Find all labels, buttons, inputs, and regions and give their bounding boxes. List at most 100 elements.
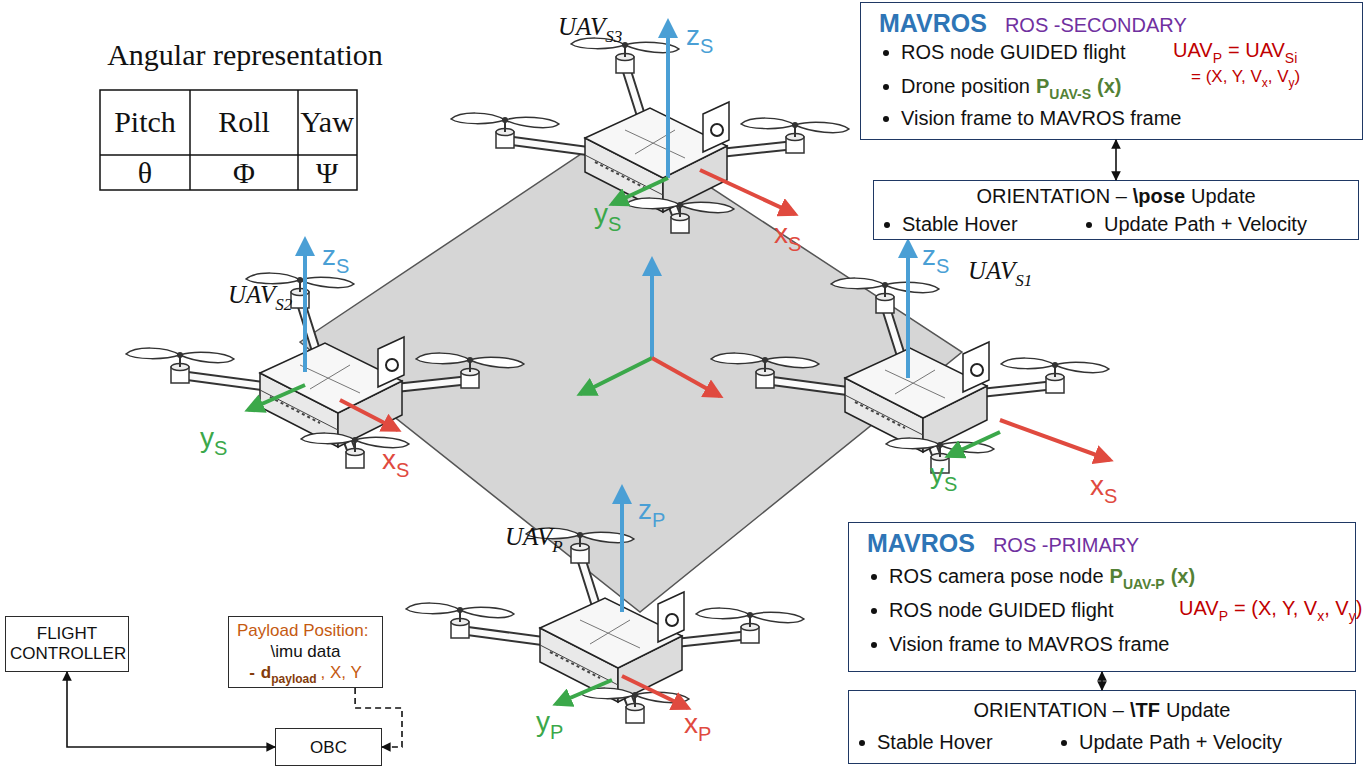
label-group: xS bbox=[382, 446, 409, 474]
node-text: ROS node GUIDED flight bbox=[889, 599, 1114, 621]
label-group: UAVS1 bbox=[968, 258, 1032, 283]
node-text: (x) bbox=[1097, 75, 1121, 97]
connector bbox=[1101, 672, 1103, 690]
text-line: ORIENTATION –\TFUpdate bbox=[853, 699, 1351, 722]
bullet-dot bbox=[871, 642, 877, 648]
text-line: MAVROSROS -PRIMARY bbox=[867, 529, 1139, 558]
label-text: x bbox=[1090, 470, 1104, 501]
label-text: S bbox=[608, 213, 621, 235]
label-group: UAVP bbox=[505, 524, 563, 549]
label-text: z bbox=[638, 494, 652, 525]
node-text: Vision frame to MAVROS frame bbox=[901, 107, 1181, 129]
label-group: Ψ bbox=[316, 158, 338, 188]
text-line: ROS node GUIDED flight bbox=[901, 41, 1126, 64]
node-text: = UAV bbox=[1228, 39, 1285, 61]
box-node: OBC bbox=[275, 728, 382, 766]
node-text: y bbox=[1349, 608, 1356, 624]
box-node: Payload Position:\imu data-dpayload, X, … bbox=[228, 616, 383, 688]
node-text: ROS node GUIDED flight bbox=[901, 41, 1126, 63]
label-group: Yaw bbox=[300, 107, 354, 137]
label-group: zS bbox=[922, 242, 949, 270]
label-text: z bbox=[686, 20, 700, 51]
label-group: zP bbox=[638, 496, 665, 524]
drone-s2 bbox=[126, 273, 524, 468]
label-text: θ bbox=[138, 156, 152, 189]
label-text: S2 bbox=[275, 295, 292, 314]
label-text: P bbox=[552, 537, 562, 556]
node-text: \TF bbox=[1130, 699, 1160, 721]
node-text: Stable Hover bbox=[902, 213, 1018, 235]
label-group: xS bbox=[1090, 472, 1117, 500]
node-text: = (X, Y, V bbox=[1234, 597, 1317, 619]
text-line: Payload Position: bbox=[237, 621, 368, 641]
box-node: FLIGHT CONTROLLER bbox=[5, 616, 129, 672]
text-line: ORIENTATION –\poseUpdate bbox=[878, 185, 1354, 208]
label-text: UAV bbox=[228, 281, 275, 308]
bullet-dot bbox=[883, 116, 889, 122]
node-text: = (X, Y, V bbox=[1191, 67, 1262, 86]
label-text: S bbox=[936, 255, 949, 277]
label-group: Pitch bbox=[114, 107, 176, 137]
label-text: y bbox=[930, 458, 944, 489]
text-line: MAVROS ROS -SECONDARY bbox=[879, 9, 1187, 38]
bullet-dot bbox=[1086, 222, 1092, 228]
label-text: S1 bbox=[1015, 271, 1032, 290]
node-text: UAV-S bbox=[1049, 86, 1091, 102]
node-text: (x) bbox=[1171, 565, 1195, 587]
bullet-dot bbox=[883, 50, 889, 56]
label-text: UAV bbox=[505, 523, 552, 550]
node-text: ROS -SECONDARY bbox=[1005, 14, 1187, 36]
label-group: θ bbox=[138, 158, 152, 188]
text-line: Update Path + Velocity bbox=[1104, 213, 1307, 236]
box-node: ORIENTATION –\TFUpdateStable Hover Update… bbox=[848, 690, 1356, 764]
label-text: z bbox=[322, 240, 336, 271]
label-text: x bbox=[774, 218, 788, 249]
label-text: S bbox=[700, 35, 713, 57]
node-text: , X, Y bbox=[321, 663, 362, 682]
bullet-dot bbox=[884, 222, 890, 228]
node-text: , V bbox=[1268, 67, 1289, 86]
text-line: Stable Hover bbox=[902, 213, 1018, 236]
text-line: Drone positionPUAV-S(x) bbox=[901, 75, 1122, 98]
text-line: Update Path + Velocity bbox=[1079, 731, 1282, 754]
label-text: UAV bbox=[968, 257, 1015, 284]
label-text: Pitch bbox=[114, 105, 176, 138]
label-text: P bbox=[652, 509, 665, 531]
label-text: Angular representation bbox=[107, 38, 383, 71]
label-text: y bbox=[594, 198, 608, 229]
box-node: ORIENTATION –\poseUpdateStable Hover Upda… bbox=[873, 180, 1359, 240]
drone-p bbox=[406, 528, 804, 723]
text-line: UAVP= UAVSi bbox=[1173, 39, 1297, 62]
label-text: S bbox=[944, 473, 957, 495]
table-grid bbox=[100, 90, 357, 190]
node-text: ) bbox=[1295, 67, 1301, 86]
drone-s3 bbox=[451, 38, 849, 233]
node-text: Update Path + Velocity bbox=[1104, 213, 1307, 235]
node-text: Drone position bbox=[901, 75, 1030, 97]
label-text: S bbox=[336, 255, 349, 277]
node-text: x bbox=[1262, 76, 1268, 90]
node-text: Update Path + Velocity bbox=[1079, 731, 1282, 753]
node-text: UAV bbox=[1173, 39, 1213, 61]
label-group: yS bbox=[594, 200, 621, 228]
label-group: xP bbox=[684, 710, 711, 738]
label-group: zS bbox=[322, 242, 349, 270]
text-line: UAVP= (X, Y, Vx, Vy) bbox=[1179, 597, 1362, 620]
node-text: , V bbox=[1324, 597, 1348, 619]
label-group: zS bbox=[686, 22, 713, 50]
box-node: MAVROS ROS -SECONDARY ROS node GUIDED flig… bbox=[860, 2, 1363, 140]
label-group: UAVS2 bbox=[228, 282, 292, 307]
label-text: S bbox=[1104, 485, 1117, 507]
label-text: Roll bbox=[218, 105, 270, 138]
node-text: UAV-P bbox=[1123, 576, 1165, 592]
text-line: -dpayload, X, Y bbox=[233, 663, 378, 683]
text-line: Stable Hover bbox=[877, 731, 993, 754]
node-text: Stable Hover bbox=[877, 731, 993, 753]
node-text: MAVROS bbox=[879, 9, 987, 37]
label-text: x bbox=[382, 444, 396, 475]
node-text: - bbox=[249, 663, 255, 682]
label-group: Φ bbox=[233, 158, 255, 188]
label-group: Angular representation bbox=[107, 40, 383, 70]
label-text: Yaw bbox=[300, 105, 354, 138]
